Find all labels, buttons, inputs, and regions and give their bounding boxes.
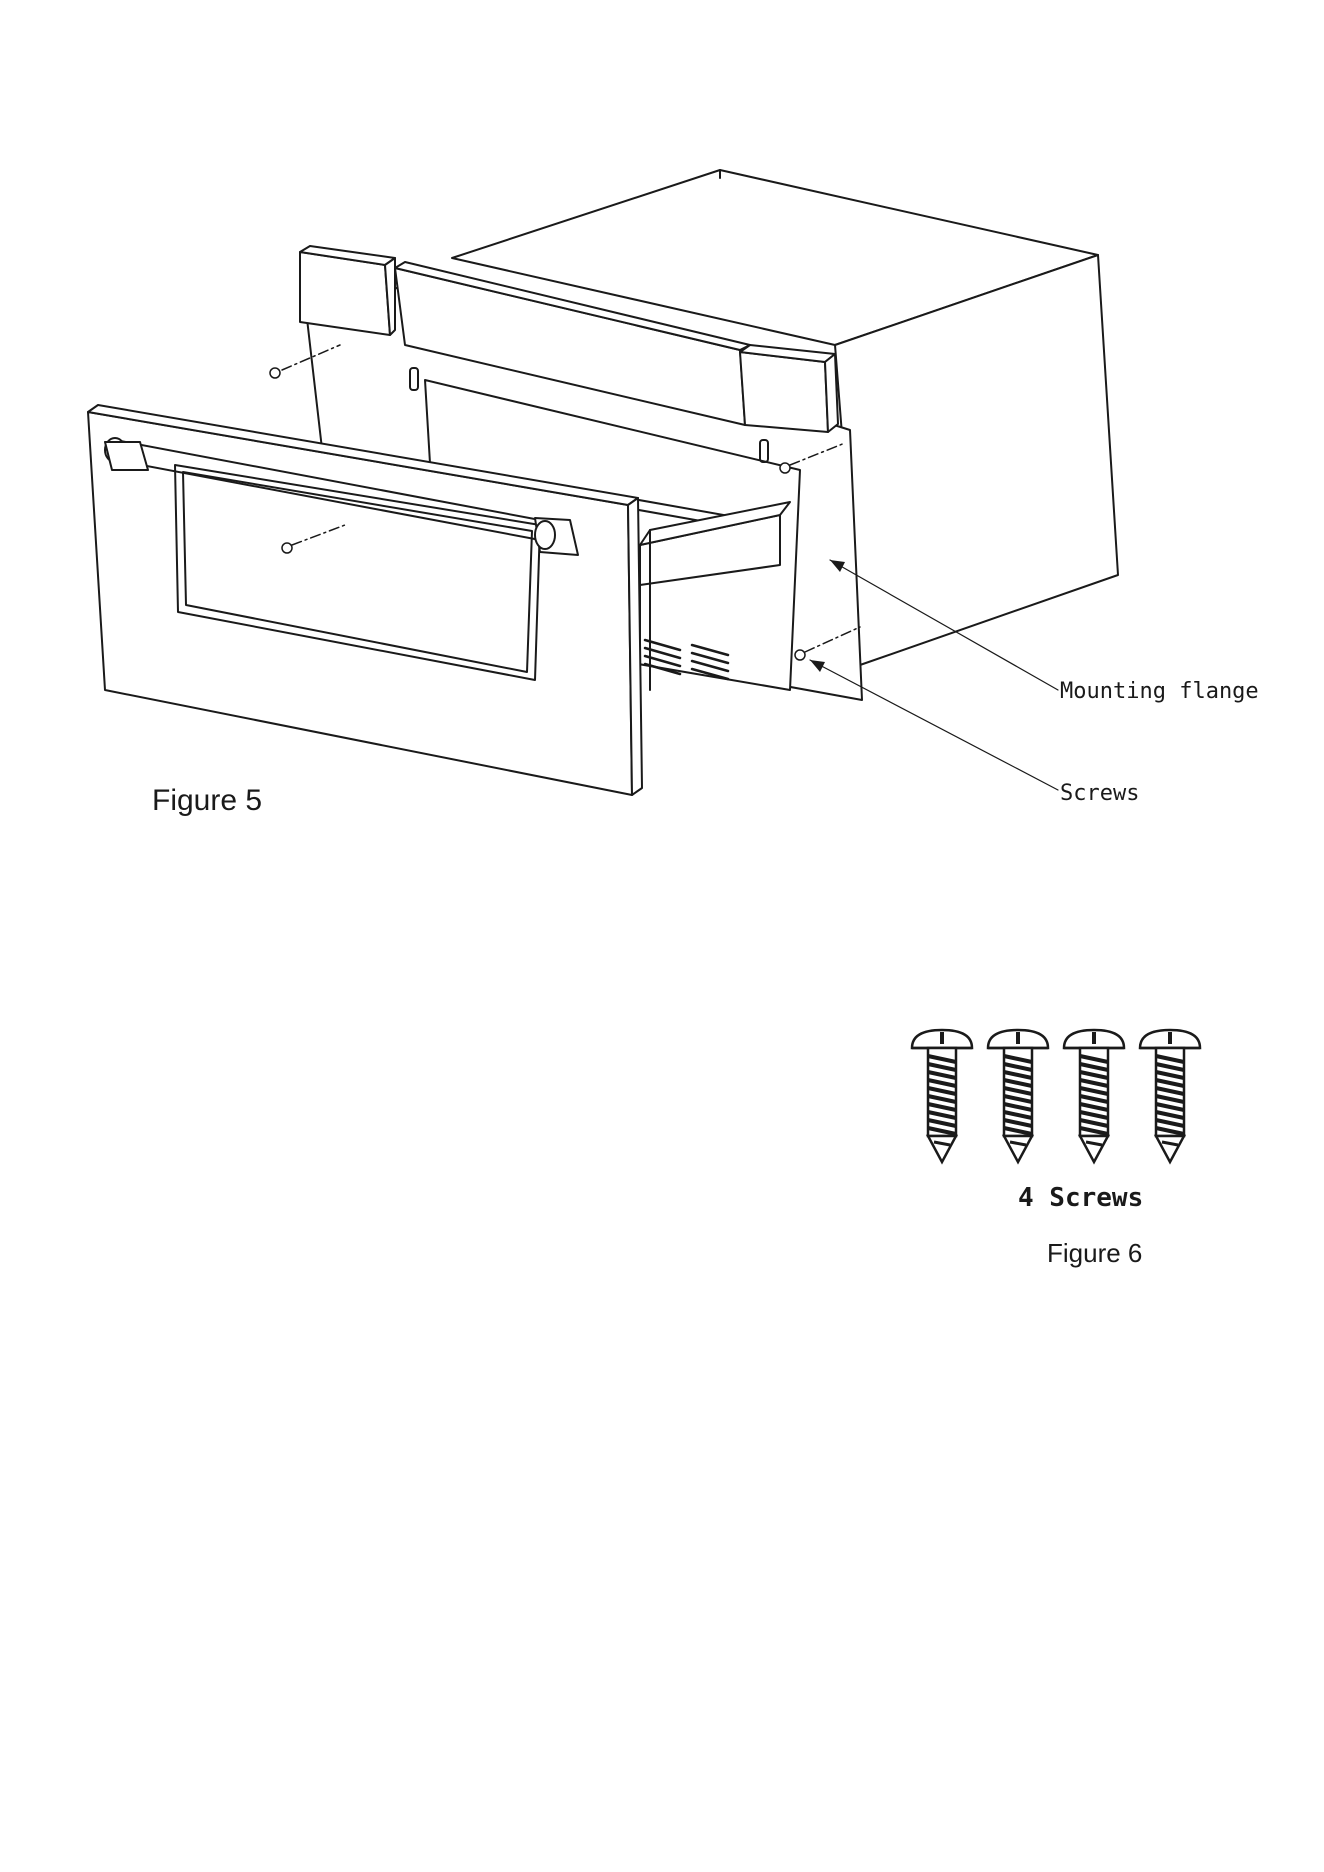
figure-6-caption: Figure 6 [1047,1238,1142,1268]
screw-count-label: 4 Screws [1018,1183,1143,1213]
figure-5-caption: Figure 5 [152,784,262,817]
callout-mounting-flange: Mounting flange [1060,679,1259,704]
screw-icon [1140,1030,1200,1162]
screw-icon [988,1030,1048,1162]
figure-5-drawing: Mounting flange Screws Figure 5 [0,0,1324,900]
figure-6-drawing: 4 Screws Figure 6 [900,1020,1300,1320]
screw-icon [1064,1030,1124,1162]
callout-screws: Screws [1060,781,1139,806]
screw-icon [912,1030,972,1162]
